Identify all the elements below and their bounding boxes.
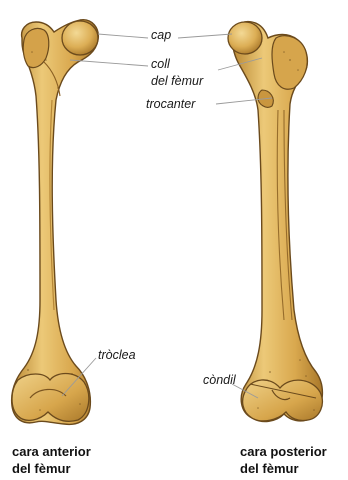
- caption-anterior-line2: del fèmur: [12, 460, 71, 477]
- caption-posterior-line1: cara posterior: [240, 443, 327, 460]
- anterior-femur: [12, 20, 99, 425]
- caption-posterior-line2: del fèmur: [240, 460, 299, 477]
- leader-cap-left: [98, 34, 148, 38]
- caption-anterior-line1: cara anterior: [12, 443, 91, 460]
- leader-coll-left: [70, 60, 148, 66]
- posterior-condyles: [243, 380, 323, 421]
- posterior-greater-trochanter: [272, 36, 307, 90]
- label-coll: coll: [151, 57, 170, 71]
- label-trocanter: trocanter: [146, 97, 195, 111]
- leader-lines: [62, 34, 272, 398]
- label-del-femur: del fèmur: [151, 74, 203, 88]
- label-condil: còndil: [203, 373, 236, 387]
- posterior-femoral-head: [228, 22, 262, 54]
- posterior-femur: [228, 22, 322, 422]
- anterior-femur-body: [12, 20, 99, 425]
- leader-cap-right: [178, 34, 232, 38]
- anterior-condyles: [12, 374, 89, 422]
- label-troclea: tròclea: [98, 348, 136, 362]
- label-cap: cap: [151, 28, 171, 42]
- anterior-femoral-head: [62, 21, 98, 55]
